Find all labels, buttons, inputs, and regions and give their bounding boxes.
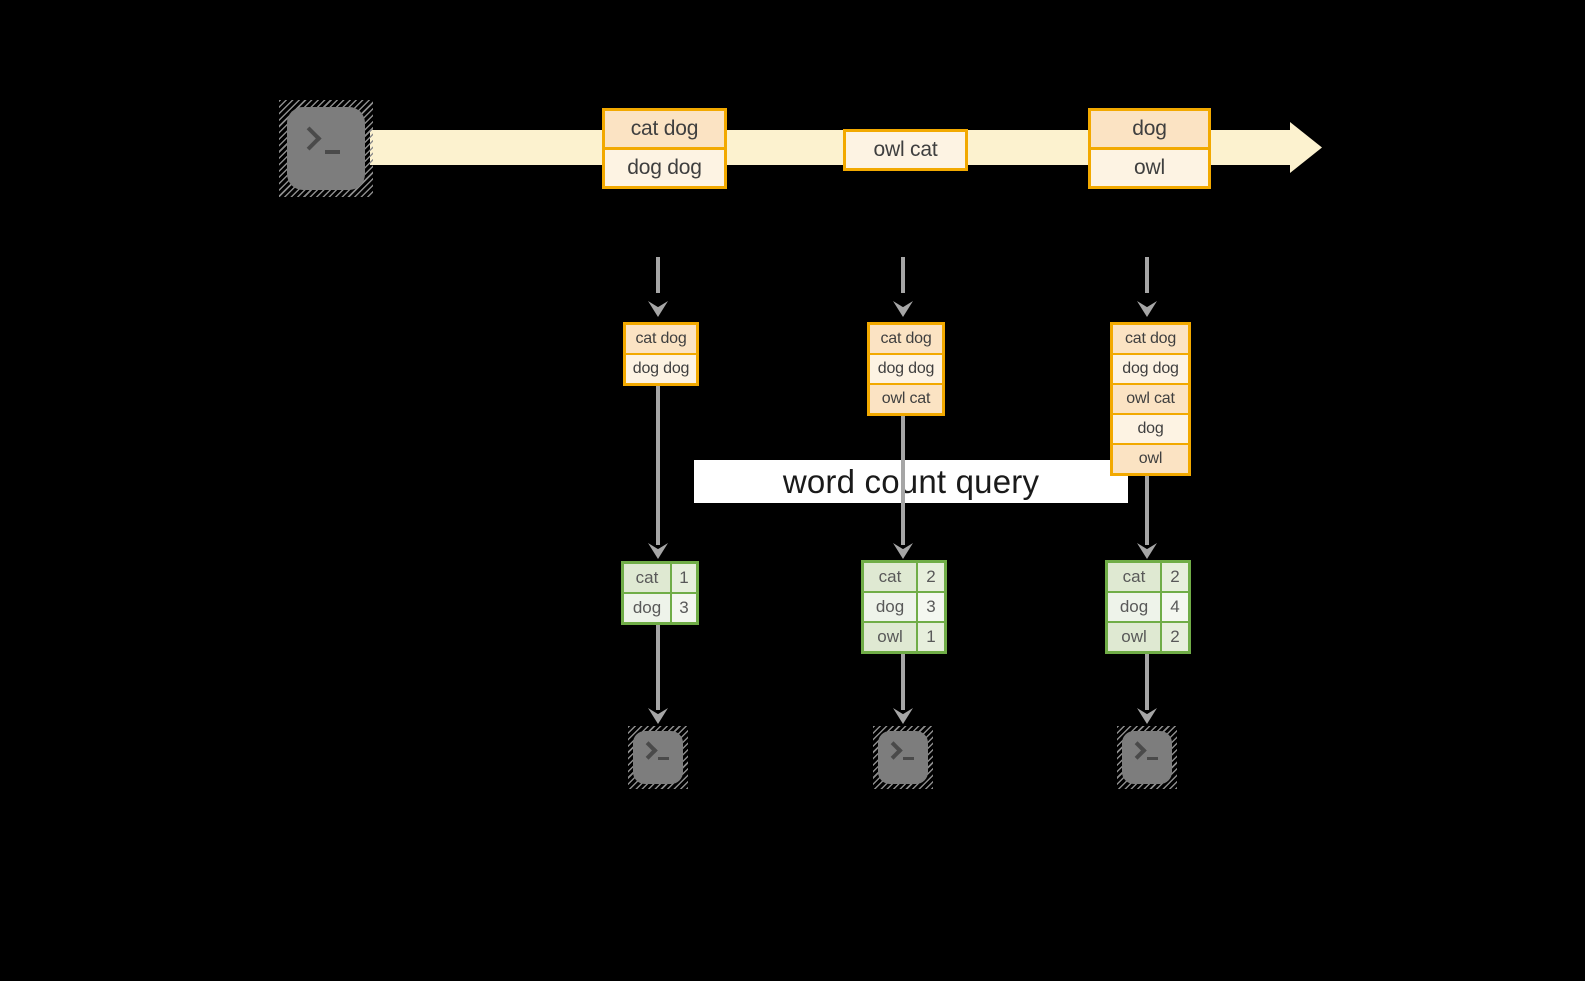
terminal-cursor-icon xyxy=(1147,757,1158,760)
terminal-cursor-icon xyxy=(903,757,914,760)
batch-item: owl xyxy=(1113,445,1188,473)
query-banner-label: word count query xyxy=(782,462,1040,500)
stream-event-box: owl cat xyxy=(843,129,968,171)
result-count-cell: 2 xyxy=(1162,623,1188,651)
word-count-query-banner: word count query xyxy=(694,460,1128,503)
micro-batch-stack: cat dog dog dog owl cat dog owl xyxy=(1110,322,1191,476)
stream-event-line: dog dog xyxy=(605,150,724,186)
result-word-cell: dog xyxy=(624,594,670,622)
micro-batch-stack: cat dog dog dog xyxy=(623,322,699,386)
result-table: cat 1 dog 3 xyxy=(621,561,699,625)
result-count-cell: 1 xyxy=(672,564,696,592)
input-stream-arrowhead-icon xyxy=(1290,122,1322,173)
terminal-body xyxy=(287,107,365,190)
result-word-cell: cat xyxy=(1108,563,1160,591)
stream-event-box: cat dog dog dog xyxy=(602,108,727,189)
arrow-line xyxy=(656,257,660,293)
batch-item: cat dog xyxy=(626,325,696,353)
arrow-head-icon xyxy=(1137,543,1157,559)
arrow-line xyxy=(1145,257,1149,293)
result-count-cell: 4 xyxy=(1162,593,1188,621)
arrow-line xyxy=(901,416,905,545)
batch-item: dog xyxy=(1113,415,1188,443)
arrow-head-icon xyxy=(1137,301,1157,317)
arrow-head-icon xyxy=(1137,708,1157,724)
batch-item: cat dog xyxy=(1113,325,1188,353)
result-word-cell: cat xyxy=(864,563,916,591)
source-terminal-icon xyxy=(279,100,373,197)
result-word-cell: cat xyxy=(624,564,670,592)
result-table: cat 2 dog 3 owl 1 xyxy=(861,560,947,654)
batch-item: dog dog xyxy=(870,355,942,383)
result-count-cell: 2 xyxy=(1162,563,1188,591)
arrow-head-icon xyxy=(893,543,913,559)
result-word-cell: dog xyxy=(864,593,916,621)
result-count-cell: 1 xyxy=(918,623,944,651)
result-count-cell: 3 xyxy=(918,593,944,621)
result-count-cell: 3 xyxy=(672,594,696,622)
result-word-cell: owl xyxy=(864,623,916,651)
stream-event-line: owl cat xyxy=(846,132,965,168)
arrow-line xyxy=(1145,654,1149,710)
sink-terminal-icon xyxy=(873,726,933,789)
batch-item: owl cat xyxy=(870,385,942,413)
sink-terminal-icon xyxy=(1117,726,1177,789)
batch-item: dog dog xyxy=(1113,355,1188,383)
batch-item: dog dog xyxy=(626,355,696,383)
result-table: cat 2 dog 4 owl 2 xyxy=(1105,560,1191,654)
arrow-line xyxy=(901,257,905,293)
result-count-cell: 2 xyxy=(918,563,944,591)
arrow-line xyxy=(656,386,660,545)
batch-item: cat dog xyxy=(870,325,942,353)
stream-event-line: owl xyxy=(1091,150,1208,186)
sink-terminal-icon xyxy=(628,726,688,789)
stream-event-line: dog xyxy=(1091,111,1208,147)
arrow-line xyxy=(656,625,660,710)
result-word-cell: owl xyxy=(1108,623,1160,651)
batch-item: owl cat xyxy=(1113,385,1188,413)
micro-batch-stack: cat dog dog dog owl cat xyxy=(867,322,945,416)
arrow-head-icon xyxy=(893,708,913,724)
stream-event-box: dog owl xyxy=(1088,108,1211,189)
result-word-cell: dog xyxy=(1108,593,1160,621)
arrow-head-icon xyxy=(648,708,668,724)
stream-event-line: cat dog xyxy=(605,111,724,147)
arrow-head-icon xyxy=(648,543,668,559)
terminal-cursor-icon xyxy=(325,150,340,154)
arrow-head-icon xyxy=(648,301,668,317)
terminal-cursor-icon xyxy=(658,757,669,760)
arrow-head-icon xyxy=(893,301,913,317)
arrow-line xyxy=(1145,476,1149,545)
arrow-line xyxy=(901,654,905,710)
